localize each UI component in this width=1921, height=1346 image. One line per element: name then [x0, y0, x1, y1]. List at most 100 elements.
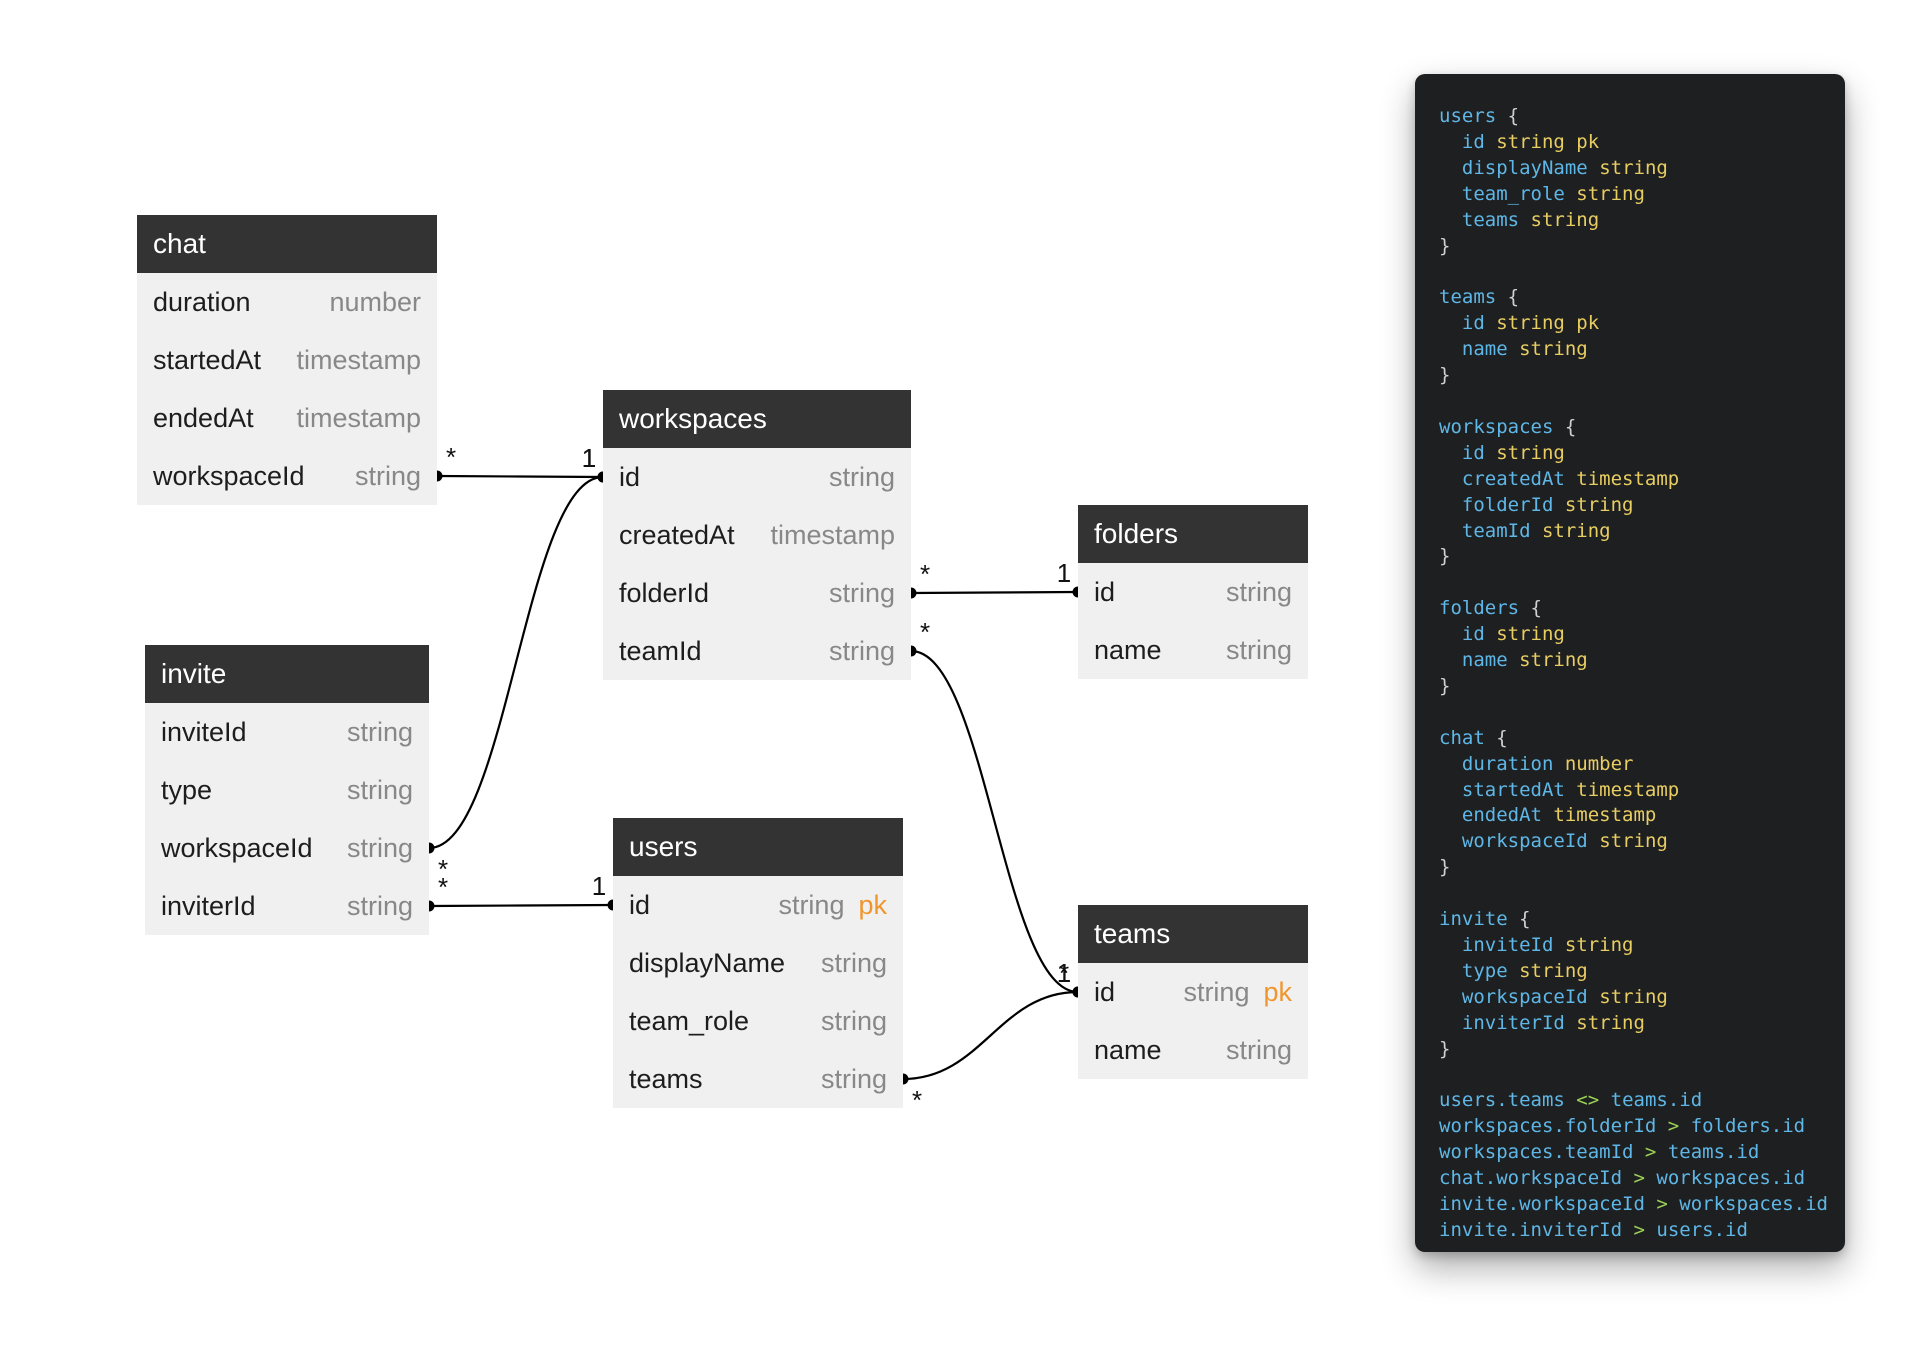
code-token: >	[1633, 1167, 1645, 1190]
entity-title: teams	[1078, 905, 1308, 963]
cardinality-label: *	[1059, 958, 1069, 988]
field-name: name	[1094, 635, 1162, 665]
field-type: string	[347, 877, 413, 935]
cardinality-label: *	[912, 1085, 922, 1115]
cardinality-label: 1	[1057, 558, 1071, 588]
field-name: name	[1094, 1035, 1162, 1065]
field-type: string	[821, 934, 887, 992]
code-token: team_role	[1461, 182, 1565, 205]
code-token: folders	[1439, 597, 1520, 620]
entity-title: invite	[145, 645, 429, 703]
field-type: string	[355, 447, 421, 505]
relationship-line	[428, 475, 604, 850]
field-row-name[interactable]: name string	[1078, 621, 1308, 679]
code-token: id	[1461, 130, 1485, 153]
code-token: <>	[1576, 1089, 1600, 1112]
field-type-label: string	[820, 1006, 887, 1036]
field-row-folderId[interactable]: folderId string	[603, 564, 911, 622]
code-token: {	[1507, 105, 1520, 127]
code-token: >	[1633, 1218, 1645, 1241]
field-type: string	[829, 622, 895, 680]
code-token: string pk	[1496, 130, 1600, 153]
code-token: number	[1564, 752, 1634, 775]
entity-title: folders	[1078, 505, 1308, 563]
code-token: duration	[1461, 752, 1554, 775]
code-token: id	[1461, 441, 1485, 464]
code-token: string	[1576, 1011, 1645, 1034]
code-token: name	[1461, 338, 1508, 361]
field-row-id[interactable]: id string	[1078, 563, 1308, 621]
field-type: timestamp	[296, 331, 421, 389]
code-token: chat.workspaceId	[1439, 1167, 1623, 1190]
code-token: teams	[1461, 208, 1520, 231]
code-token: teams.id	[1610, 1089, 1703, 1112]
field-name: folderId	[619, 578, 710, 608]
code-token: endedAt	[1461, 804, 1542, 827]
code-token: }	[1439, 545, 1451, 568]
code-token: string	[1599, 830, 1668, 853]
cardinality-label: 1	[592, 871, 606, 901]
primary-key-badge: pk	[1263, 977, 1292, 1007]
code-token: invite	[1439, 908, 1508, 931]
primary-key-badge: pk	[858, 890, 887, 920]
field-type-label: timestamp	[296, 345, 421, 375]
field-type-label: string	[828, 636, 895, 666]
code-token: users.id	[1656, 1218, 1748, 1241]
field-type-label: string	[1225, 577, 1292, 607]
code-token: string pk	[1496, 312, 1600, 335]
code-token: {	[1507, 286, 1520, 309]
field-type: string	[1226, 621, 1292, 679]
schema-code-panel: users { id string pk displayName string …	[1415, 74, 1845, 1252]
field-type: string	[347, 703, 413, 761]
field-type-label: string	[820, 948, 887, 978]
code-token: }	[1439, 1037, 1451, 1060]
schema-code: users { id string pk displayName string …	[1439, 104, 1828, 1244]
field-type-label: string	[354, 461, 421, 491]
field-name: id	[1094, 577, 1116, 607]
entity-folders[interactable]: folders id string name string	[1078, 505, 1308, 679]
code-token: workspaceId	[1461, 830, 1588, 853]
code-token: string	[1519, 338, 1588, 361]
field-type: string	[1226, 563, 1292, 621]
code-token: string	[1599, 156, 1668, 179]
code-token: teams.id	[1667, 1141, 1760, 1164]
code-token: workspaces.folderId	[1439, 1115, 1657, 1138]
field-name: team_role	[629, 1006, 750, 1036]
field-type: string	[829, 564, 895, 622]
field-row-team_role[interactable]: team_role string	[613, 992, 903, 1050]
code-token: folderId	[1461, 493, 1554, 516]
code-token: {	[1519, 908, 1531, 931]
code-token: workspaces.id	[1656, 1167, 1806, 1190]
code-token: }	[1439, 674, 1451, 697]
field-name: teams	[629, 1064, 703, 1094]
relationship-line	[910, 649, 1079, 994]
code-token: >	[1644, 1141, 1657, 1164]
field-type-label: string	[346, 717, 413, 747]
field-type: string	[829, 448, 895, 506]
relationship-line	[902, 990, 1079, 1081]
relationship-line	[436, 474, 604, 479]
